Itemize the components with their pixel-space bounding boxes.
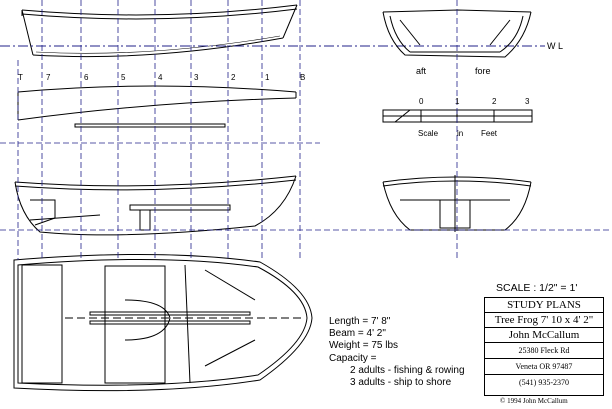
spec-capacity-line: 2 adults - fishing & rowing — [350, 364, 465, 376]
station-lines — [0, 0, 612, 260]
scale-word-scale: Scale — [418, 129, 439, 138]
scale-word-in: in — [457, 129, 463, 138]
title-block-title: STUDY PLANS — [485, 298, 603, 313]
sheer-plan-view — [17, 85, 297, 128]
station-label: 7 — [46, 73, 51, 82]
drawing-scale: SCALE : 1/2" = 1' — [496, 282, 578, 294]
hull-section-profile — [14, 175, 297, 236]
spec-length: Length = 7' 8" — [329, 316, 391, 327]
title-block: STUDY PLANS Tree Frog 7' 10 x 4' 2" John… — [484, 297, 604, 396]
profile-view — [21, 4, 298, 58]
scale-tick-label: 3 — [525, 97, 530, 106]
scale-tick-label: 2 — [492, 97, 497, 106]
spec-beam: Beam = 4' 2" — [329, 328, 386, 340]
station-label: B — [300, 73, 305, 82]
title-block-address: 25380 Fleck Rd — [485, 343, 603, 359]
station-label: 6 — [84, 73, 89, 82]
station-label: 5 — [121, 73, 126, 82]
spec-capacity: Capacity = — [329, 352, 377, 364]
section-labels: aft fore W L — [416, 41, 563, 76]
waterline-label: W L — [547, 41, 563, 51]
title-block-designer: John McCallum — [485, 328, 603, 343]
scale-word-feet: Feet — [481, 129, 498, 138]
copyright-notice: © 1994 John McCallum — [500, 397, 568, 405]
spec-capacity-line: 3 adults - ship to shore — [350, 377, 452, 389]
hull-plan-top-view — [13, 253, 313, 392]
fore-label: fore — [475, 66, 491, 76]
aft-label: aft — [416, 66, 427, 76]
station-label: 1 — [265, 73, 270, 82]
scale-tick-label: 1 — [455, 97, 460, 106]
end-view-top — [382, 9, 532, 58]
title-block-city: Veneta OR 97487 — [485, 359, 603, 375]
title-block-model: Tree Frog 7' 10 x 4' 2" — [485, 313, 603, 328]
station-label: 4 — [158, 73, 163, 82]
scale-bar-labels: 0 1 2 3 Scale in Feet — [418, 97, 530, 138]
spec-weight: Weight = 75 lbs — [329, 340, 399, 352]
title-block-phone: (541) 935-2370 — [519, 378, 569, 387]
scale-bar — [382, 109, 533, 123]
station-label: T — [18, 73, 23, 82]
specifications: Length = 7' 8" Beam = 4' 2" Weight = 75 … — [329, 316, 465, 389]
station-label: 3 — [194, 73, 199, 82]
end-view-section — [382, 175, 532, 232]
station-label: 2 — [231, 73, 236, 82]
scale-tick-label: 0 — [419, 97, 424, 106]
station-labels: T 7 6 5 4 3 2 1 B — [18, 73, 305, 82]
